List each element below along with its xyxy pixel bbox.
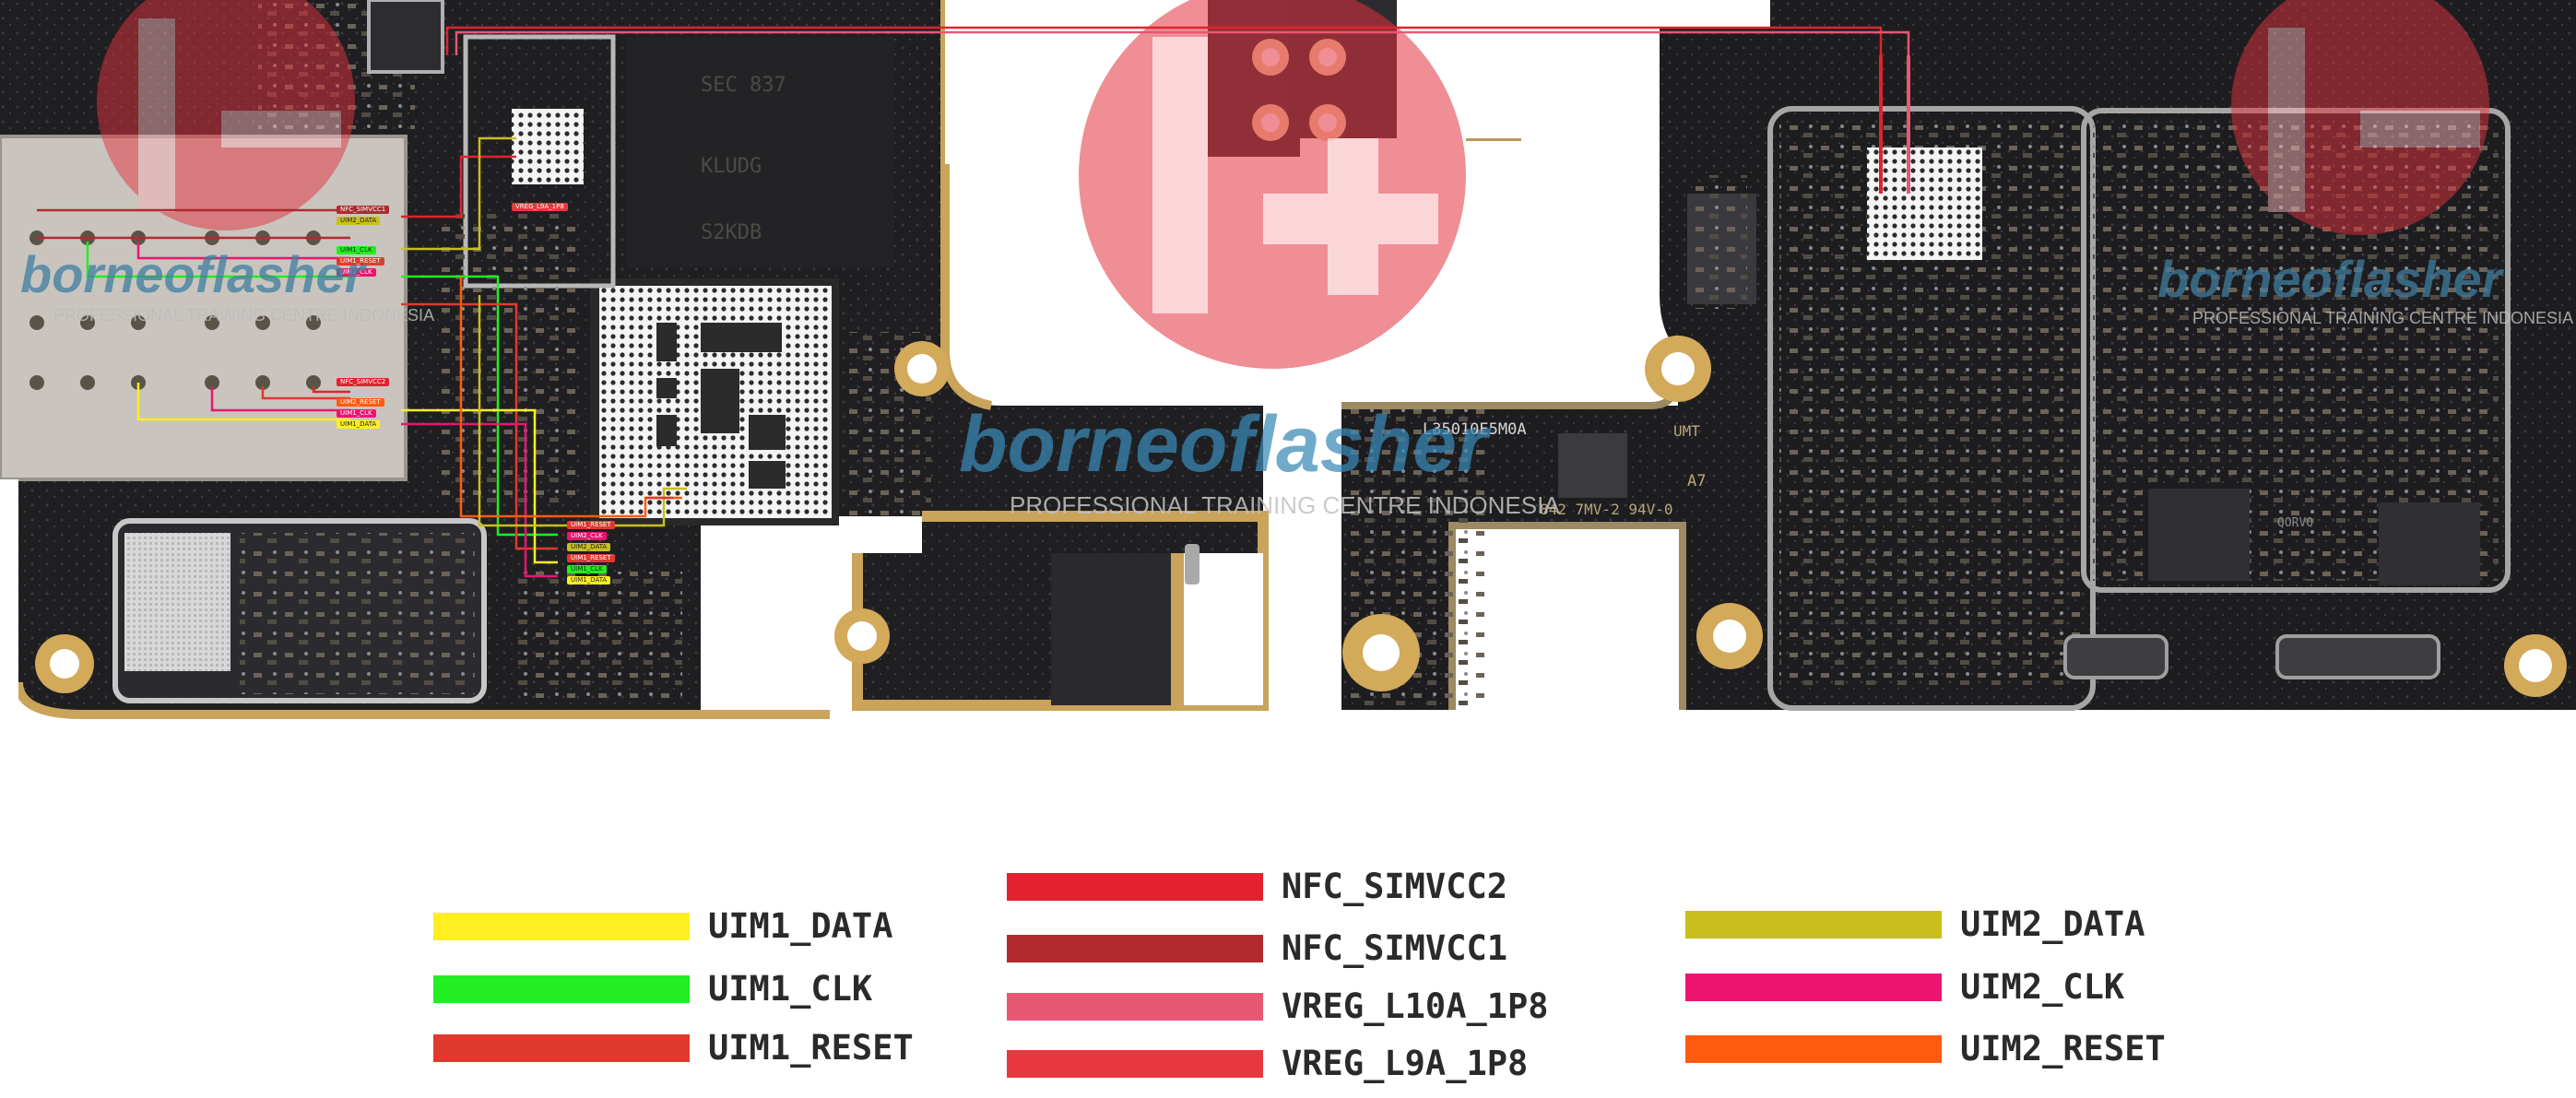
legend-swatch [1685,974,1942,1001]
legend-swatch [433,975,690,1003]
pcb-tag: NFC_SIMVCC2 [337,378,390,386]
flash-chip-marking-2: KLUDG [701,155,762,178]
umt-marking: UMT [1673,422,1700,440]
legend-swatch [433,1034,690,1062]
watermark-logo-right: borneoflasher [2157,250,2502,308]
pcb-tag: UIM1_RESET [567,554,615,562]
qorvo-marking: QORVO [2277,516,2314,530]
pcb-tag: UIM2_DATA [567,543,611,551]
board-code-marking-2: 842 7MV-2 94V-0 [1540,501,1673,518]
pcb-tag: UIM2_CLK [337,268,376,277]
legend-label: UIM2_RESET [1960,1029,2166,1068]
legend-swatch [1007,873,1263,901]
watermark-tagline-right: PROFESSIONAL TRAINING CENTRE INDONESIA [2192,309,2574,327]
pcb-tag: UIM1_DATA [337,420,381,429]
pcb-tag: UIM2_DATA [337,217,381,225]
legend-swatch [1007,1050,1263,1078]
pcb-tag: UIM1_CLK [337,246,376,254]
legend-swatch [1007,993,1263,1021]
pcb-tag: UIM1_CLK [567,565,607,573]
legend-label: UIM1_RESET [708,1028,914,1068]
pcb-tag: UIM2_CLK [567,532,607,540]
legend-label: VREG_L10A_1P8 [1282,986,1549,1026]
legend-label: NFC_SIMVCC1 [1282,928,1508,968]
watermark-badge-center [1079,0,1466,369]
pcb-tag: UIM1_RESET [567,521,615,529]
legend-swatch [1007,935,1263,962]
flash-chip-marking-3: S2KDB [701,221,762,244]
signal-traces [37,26,1910,578]
legend-label: UIM1_CLK [708,969,873,1009]
legend-swatch [1685,911,1942,939]
pcb-tag: VREG_L9A_1P8 [512,203,568,211]
pcb-tag: UIM2_RESET [337,398,384,407]
flash-chip-marking: SEC 837 [701,74,786,97]
pcb-tag: UIM1_DATA [567,576,611,584]
pcb-tag: UIM1_CLK [337,409,376,418]
legend-label: NFC_SIMVCC2 [1282,867,1508,906]
legend-label: VREG_L9A_1P8 [1282,1044,1529,1083]
watermark-badge-right [2231,0,2489,235]
watermark-logo-center: borneoflasher [959,400,1488,489]
watermark-tagline-left: PROFESSIONAL TRAINING CENTRE INDONESIA [53,306,435,325]
watermark-logo-left: borneoflasher [20,245,365,303]
legend-swatch [1685,1035,1942,1063]
pcb-tag: NFC_SIMVCC1 [337,206,390,214]
watermark-tagline-center: PROFESSIONAL TRAINING CENTRE INDONESIA [1010,491,1560,519]
a7-marking: A7 [1687,472,1707,490]
pcb-tag: UIM1_RESET [337,257,384,266]
legend-label: UIM2_DATA [1960,904,2145,944]
pcb-board [0,0,2576,719]
legend-label: UIM2_CLK [1960,967,2125,1007]
watermark-badge-left [97,0,355,230]
legend-swatch [433,913,690,940]
legend-label: UIM1_DATA [708,906,893,946]
board-code-marking: L35010E5M0A [1423,420,1527,439]
